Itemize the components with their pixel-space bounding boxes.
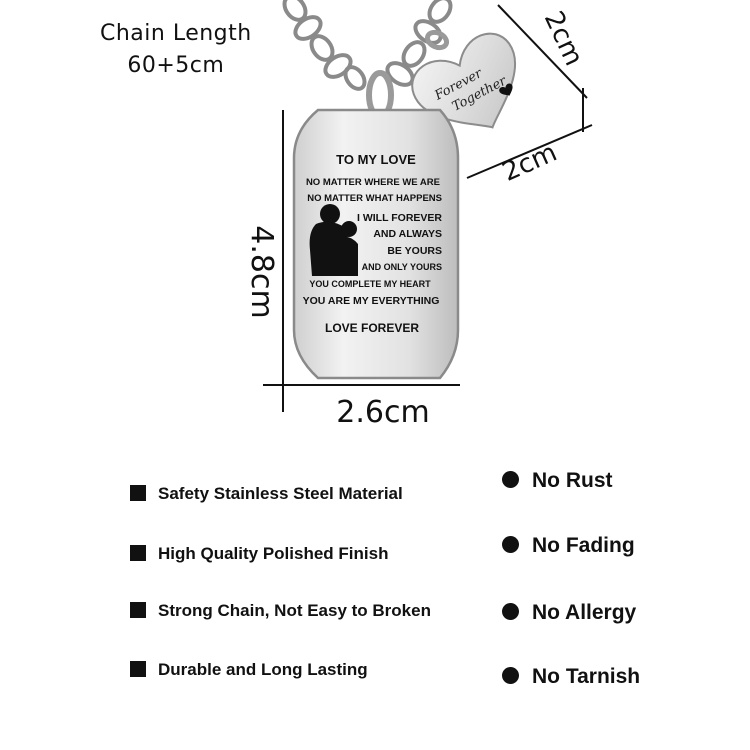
square-bullet-icon (130, 484, 146, 501)
tag-width-label: 2.6cm (336, 395, 429, 430)
chain-left (282, 0, 367, 91)
feature-left-2: High Quality Polished Finish (130, 544, 388, 564)
chain-right (385, 0, 453, 87)
tag-line-8: YOU COMPLETE MY HEART (309, 279, 431, 289)
feature-text: Safety Stainless Steel Material (158, 484, 403, 503)
tag-line-10: LOVE FOREVER (325, 321, 419, 335)
tag-line-4: I WILL FOREVER (357, 212, 442, 224)
couple-silhouette-icon (309, 204, 358, 276)
round-bullet-icon (502, 470, 519, 488)
heart-dimension-lines (466, 4, 593, 179)
round-bullet-icon (502, 535, 519, 553)
heart-width-label: 2cm (498, 138, 562, 188)
tag-line-5: AND ALWAYS (373, 228, 442, 240)
tag-height-label: 4.8cm (244, 225, 279, 318)
round-bullet-icon (502, 602, 519, 620)
chain-length-value: 60+5cm (127, 53, 225, 78)
feature-text: No Tarnish (532, 665, 641, 688)
feature-text: No Allergy (532, 601, 637, 624)
dog-tag: TO MY LOVE NO MATTER WHERE WE ARE NO MAT… (292, 108, 460, 380)
tag-dimension-lines (263, 110, 460, 412)
tag-line-1: TO MY LOVE (336, 152, 416, 167)
feature-right-4: No Tarnish (502, 665, 640, 689)
tag-line-9: YOU ARE MY EVERYTHING (303, 295, 440, 307)
feature-right-2: No Fading (502, 534, 635, 558)
feature-text: No Fading (532, 534, 635, 557)
feature-text: Strong Chain, Not Easy to Broken (158, 601, 431, 620)
feature-left-3: Strong Chain, Not Easy to Broken (130, 601, 431, 621)
product-illustration: Forever Together TO MY LOVE NO MATTER WH… (244, 0, 593, 430)
feature-text: Durable and Long Lasting (158, 660, 368, 679)
chain-length-label: Chain Length 60+5cm (100, 18, 252, 82)
square-bullet-icon (130, 601, 146, 618)
feature-left-4: Durable and Long Lasting (130, 660, 368, 680)
square-bullet-icon (130, 544, 146, 561)
feature-right-3: No Allergy (502, 601, 636, 625)
small-heart-icon (499, 83, 513, 96)
chain-length-title: Chain Length (100, 21, 252, 46)
tag-line-7: AND ONLY YOURS (362, 262, 442, 272)
tag-line-3: NO MATTER WHAT HAPPENS (307, 193, 442, 204)
round-bullet-icon (502, 666, 519, 684)
feature-left-1: Safety Stainless Steel Material (130, 484, 403, 504)
heart-height-label: 2cm (538, 7, 589, 71)
feature-text: High Quality Polished Finish (158, 544, 389, 563)
heart-bail-ring (424, 29, 450, 51)
square-bullet-icon (130, 660, 146, 677)
feature-text: No Rust (532, 469, 613, 492)
tag-line-6: BE YOURS (387, 245, 442, 257)
feature-right-1: No Rust (502, 469, 613, 493)
tag-line-2: NO MATTER WHERE WE ARE (306, 177, 440, 188)
heart-charm: Forever Together (411, 32, 516, 129)
